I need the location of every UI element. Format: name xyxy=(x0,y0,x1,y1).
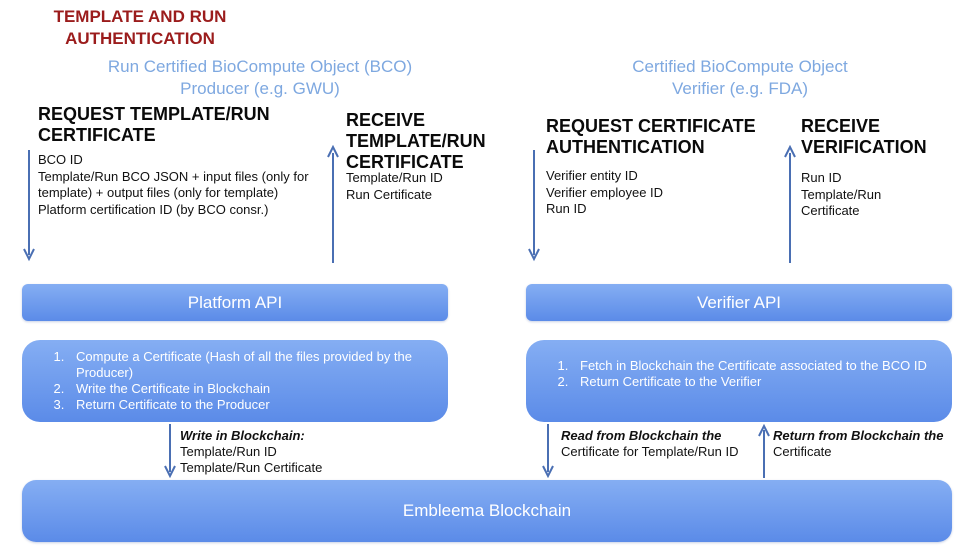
write-note-item: Template/Run Certificate xyxy=(180,460,323,475)
blockchain-bar: Embleema Blockchain xyxy=(22,480,952,542)
verifier-receive-item: Template/Run Certificate xyxy=(801,187,921,220)
producer-request-heading: REQUEST TEMPLATE/RUN CERTIFICATE xyxy=(38,104,270,145)
write-blockchain-note: Write in Blockchain: Template/Run ID Tem… xyxy=(180,428,380,476)
verifier-subtitle: Certified BioCompute Object Verifier (e.… xyxy=(560,56,920,100)
verifier-subtitle-line2: Verifier (e.g. FDA) xyxy=(671,79,809,98)
diagram-title: TEMPLATE AND RUN AUTHENTICATION xyxy=(53,7,227,48)
write-note-item: Template/Run ID xyxy=(180,444,277,459)
verifier-subtitle-line1: Certified BioCompute Object xyxy=(632,57,848,76)
arrow-down-icon xyxy=(23,150,35,262)
producer-request-item: Platform certification ID (by BCO consr.… xyxy=(38,201,269,217)
verifier-request-item: Verifier employee ID xyxy=(546,184,664,200)
producer-request-item-text: Template/Run BCO JSON + input files (onl… xyxy=(38,168,309,201)
verifier-api-bar: Verifier API xyxy=(526,284,952,321)
producer-subtitle: Run Certified BioCompute Object (BCO) Pr… xyxy=(70,56,450,100)
arrow-down-icon xyxy=(542,424,554,478)
verifier-steps-box: Fetch in Blockchain the Certificate asso… xyxy=(526,340,952,422)
producer-receive-item: Template/Run ID xyxy=(346,170,443,185)
verifier-steps-list: Fetch in Blockchain the Certificate asso… xyxy=(526,358,938,390)
verifier-receive-items: Run ID Template/Run Certificate xyxy=(801,170,921,220)
verifier-receive-item-text: Template/Run Certificate xyxy=(801,186,882,219)
return-blockchain-note: Return from Blockchain the Certificate xyxy=(773,428,973,460)
arrow-down-icon xyxy=(164,424,176,478)
platform-steps-list: Compute a Certificate (Hash of all the f… xyxy=(22,349,434,413)
return-note-text: Certificate xyxy=(773,444,832,459)
arrow-down-icon xyxy=(528,150,540,262)
producer-request-items: BCO ID Template/Run BCO JSON + input fil… xyxy=(38,152,338,218)
producer-receive-item: Run Certificate xyxy=(346,186,432,202)
platform-step: Return Certificate to the Producer xyxy=(68,397,434,413)
read-note-heading: Read from Blockchain the xyxy=(561,428,722,443)
verifier-request-item: Verifier entity ID xyxy=(546,168,638,183)
arrow-up-icon xyxy=(327,145,339,263)
verifier-api-label: Verifier API xyxy=(696,293,782,312)
platform-api-bar: Platform API xyxy=(22,284,448,321)
producer-receive-heading: RECEIVE TEMPLATE/RUN CERTIFICATE xyxy=(346,110,486,172)
write-note-heading: Write in Blockchain: xyxy=(180,428,305,443)
producer-subtitle-line2: Producer (e.g. GWU) xyxy=(180,79,340,98)
verifier-receive-heading: RECEIVE VERIFICATION xyxy=(801,116,927,157)
arrow-up-icon xyxy=(784,145,796,263)
verifier-step: Return Certificate to the Verifier xyxy=(572,374,938,390)
arrow-up-icon xyxy=(758,424,770,478)
verifier-step: Fetch in Blockchain the Certificate asso… xyxy=(572,358,938,374)
platform-api-label: Platform API xyxy=(187,293,283,312)
verifier-receive-item: Run ID xyxy=(801,170,842,185)
verifier-request-heading: REQUEST CERTIFICATE AUTHENTICATION xyxy=(546,116,756,157)
return-note-heading: Return from Blockchain the xyxy=(773,428,944,443)
platform-steps-box: Compute a Certificate (Hash of all the f… xyxy=(22,340,448,422)
verifier-request-item: Run ID xyxy=(546,201,587,216)
platform-step: Write the Certificate in Blockchain xyxy=(68,381,434,397)
producer-request-item: Template/Run BCO JSON + input files (onl… xyxy=(38,169,338,202)
producer-request-item: BCO ID xyxy=(38,152,83,167)
read-blockchain-note: Read from Blockchain the Certificate for… xyxy=(561,428,751,460)
read-note-text: Certificate for Template/Run ID xyxy=(561,444,739,459)
platform-step: Compute a Certificate (Hash of all the f… xyxy=(68,349,434,381)
producer-receive-items: Template/Run ID Run Certificate xyxy=(346,170,506,203)
producer-subtitle-line1: Run Certified BioCompute Object (BCO) xyxy=(107,57,413,76)
blockchain-label: Embleema Blockchain xyxy=(402,501,572,520)
verifier-request-items: Verifier entity ID Verifier employee ID … xyxy=(546,168,766,218)
